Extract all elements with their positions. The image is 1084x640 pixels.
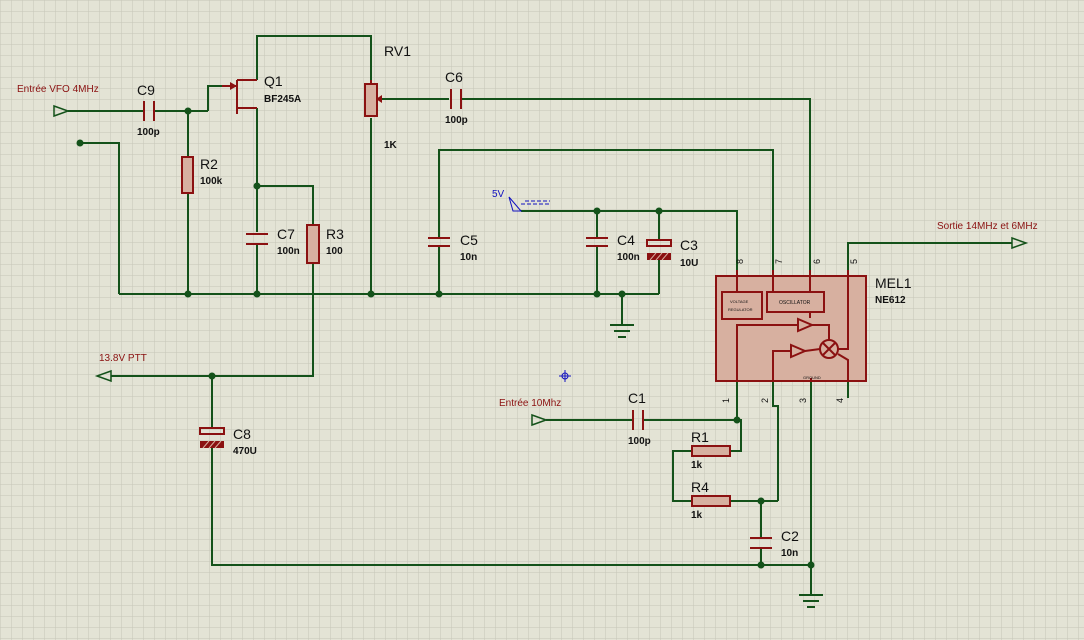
ref-r3: R3: [326, 226, 344, 242]
value-c7: 100n: [277, 246, 300, 257]
ic-pin-number: 3: [798, 398, 808, 403]
ic-pin-number: 2: [760, 398, 770, 403]
junction-dot: [184, 107, 192, 115]
junction-dot: [807, 561, 815, 569]
net-label-ptt: 13.8V PTT: [99, 353, 147, 364]
junction-dot: [618, 290, 626, 298]
value-c6: 100p: [445, 115, 468, 126]
input-terminal-vfo: [53, 104, 71, 118]
ref-c7: C7: [277, 226, 295, 242]
ic-pin-number: 7: [774, 259, 784, 264]
ref-c1: C1: [628, 390, 646, 406]
resistor-r2[interactable]: [181, 156, 194, 194]
resistor-r1[interactable]: [691, 445, 731, 457]
value-c3: 10U: [680, 258, 698, 269]
junction-dot: [435, 290, 443, 298]
value-mel1: NE612: [875, 295, 906, 306]
ic-block-label: VOLTAGE: [730, 299, 749, 304]
net-label-10mhz-input: Entrée 10Mhz: [499, 398, 561, 409]
ic-pin-number: 6: [812, 259, 822, 264]
capacitor-c2[interactable]: [750, 537, 772, 549]
output-terminal-out: [1011, 236, 1029, 250]
value-q1: BF245A: [264, 94, 301, 105]
output-terminal-ptt: [94, 369, 112, 383]
junction-dot: [208, 372, 216, 380]
net-label-5v: 5V: [492, 189, 505, 200]
junction-dot: [593, 207, 601, 215]
ref-r4: R4: [691, 479, 709, 495]
value-r4: 1k: [691, 510, 703, 521]
ic-pin-number: 4: [835, 398, 845, 403]
value-r3: 100: [326, 246, 343, 257]
input-terminal-10mhz: [531, 413, 549, 427]
ref-c2: C2: [781, 528, 799, 544]
ic-pin-number: 5: [849, 259, 859, 264]
ic-block-label: OSCILLATOR: [779, 300, 811, 306]
junction-dot: [184, 290, 192, 298]
supply-arrow-5v: [508, 196, 550, 212]
value-r2: 100k: [200, 176, 223, 187]
junction-dot: [757, 561, 765, 569]
junction-dot: [655, 207, 663, 215]
potentiometer-rv1[interactable]: [364, 80, 382, 117]
value-rv1: 1K: [384, 140, 398, 151]
value-c8: 470U: [233, 446, 257, 457]
capacitor-c4[interactable]: [586, 237, 608, 247]
ic-block-label: GROUND: [803, 375, 821, 380]
value-r1: 1k: [691, 460, 703, 471]
resistor-r3[interactable]: [306, 224, 320, 264]
ref-c5: C5: [460, 232, 478, 248]
junctions: [76, 107, 815, 569]
cursor-crosshair-icon: [559, 370, 571, 382]
junction-dot: [733, 416, 741, 424]
ref-r1: R1: [691, 429, 709, 445]
resistor-r4[interactable]: [691, 495, 731, 507]
ref-r2: R2: [200, 156, 218, 172]
value-c2: 10n: [781, 548, 798, 559]
ic-pin-number: 8: [735, 259, 745, 264]
ref-c9: C9: [137, 82, 155, 98]
capacitor-c9[interactable]: [143, 101, 155, 121]
capacitor-c7[interactable]: [246, 233, 268, 245]
junction-dot: [76, 139, 84, 147]
net-label-output: Sortie 14MHz et 6MHz: [937, 221, 1038, 232]
value-c9: 100p: [137, 127, 160, 138]
junction-dot: [253, 182, 261, 190]
capacitor-c5[interactable]: [428, 237, 450, 247]
capacitor-c6[interactable]: [450, 89, 462, 109]
ref-q1: Q1: [264, 73, 283, 89]
ref-rv1: RV1: [384, 43, 411, 59]
ref-c8: C8: [233, 426, 251, 442]
junction-dot: [367, 290, 375, 298]
junction-dot: [593, 290, 601, 298]
transistor-q1[interactable]: [222, 79, 257, 114]
capacitor-c8[interactable]: [199, 427, 225, 449]
ref-c4: C4: [617, 232, 635, 248]
ic-mel1[interactable]: [715, 270, 867, 382]
ref-c6: C6: [445, 69, 463, 85]
junction-dot: [757, 497, 765, 505]
net-label-vfo-input: Entrée VFO 4MHz: [17, 84, 99, 95]
ic-pin-number: 1: [721, 398, 731, 403]
value-c5: 10n: [460, 252, 477, 263]
ic-block-label: REGULATOR: [728, 307, 753, 312]
wires: [68, 35, 1012, 595]
ground-symbol: [610, 324, 634, 338]
ref-mel1: MEL1: [875, 275, 912, 291]
ground-symbol: [799, 594, 823, 608]
capacitor-c1[interactable]: [632, 410, 644, 430]
junction-dot: [253, 290, 261, 298]
ref-c3: C3: [680, 237, 698, 253]
value-c1: 100p: [628, 436, 651, 447]
value-c4: 100n: [617, 252, 640, 263]
capacitor-c3[interactable]: [646, 239, 672, 261]
